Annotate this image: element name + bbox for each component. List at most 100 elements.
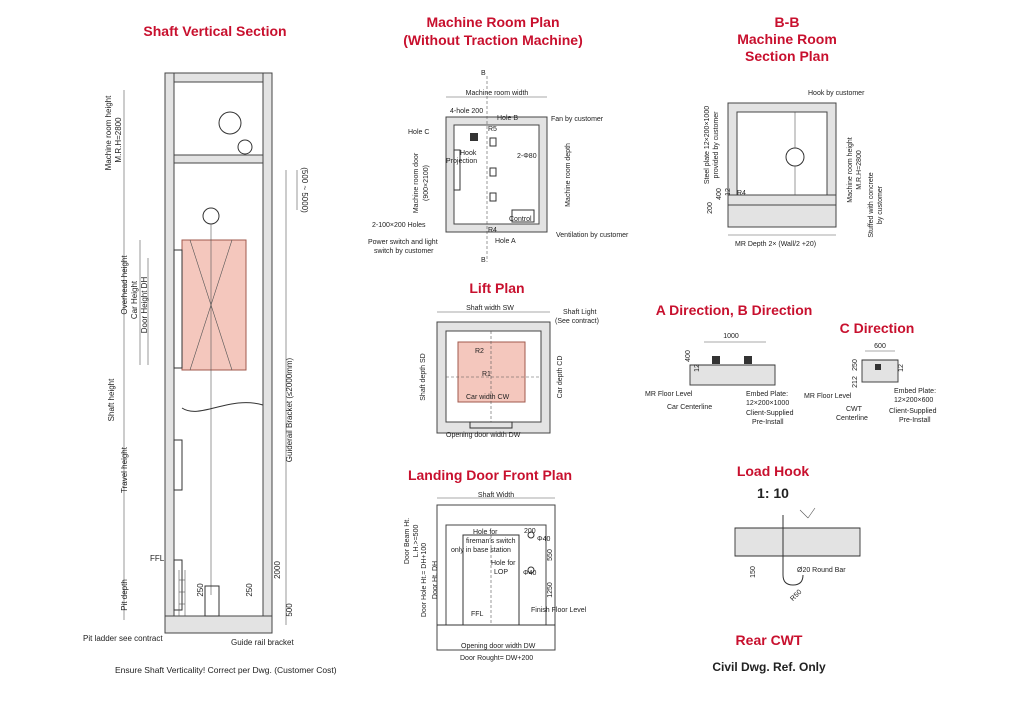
lop-label-1: Hole for [491,560,516,567]
car-depth-label: Car depth CD [557,356,564,399]
load-hook-scale: 1: 10 [757,485,789,501]
ab-dim-1000: 1000 [723,333,739,340]
fireman-label-1: Hole for [473,529,498,536]
c-direction-detail [861,350,899,383]
c-dim-212: 212 [852,376,859,388]
door-height-label: Door Height DH [140,277,149,334]
bb-title-line3: Section Plan [745,48,829,64]
mr-section-b-bottom: B [481,257,486,264]
mr-section-b-top: B [481,70,486,77]
bb-dim-400: 400 [716,188,723,200]
mr-door-label-2: (900×2100) [423,165,430,201]
shaft-width-label: Shaft width SW [466,305,514,312]
bb-section [727,102,837,236]
civil-ref-note: Civil Dwg. Ref. Only [712,660,826,674]
landing-shaft-width: Shaft Width [478,492,514,499]
shaft-depth-label: Shaft depth SD [420,353,427,400]
landing-dim-550: 550 [547,549,554,561]
shaft-vertical-section [123,72,298,634]
mrh-label: M.R.H=2800 [114,117,123,163]
dim-2000: 2000 [273,561,282,579]
door-rough-label: Door Rought= DW+200 [460,655,533,662]
dim-500: 500 [285,603,294,617]
landing-ffl: FFL [471,611,484,618]
bb-r4-label: R4 [737,190,746,197]
bb-mrh-label: M.R.H=2800 [856,150,863,190]
c-client-label-2: Pre-Install [899,417,931,424]
lop-label-2: LOP [494,569,508,576]
ab-mr-floor-label: MR Floor Level [645,391,693,398]
guiderail-bracket-label: Guiderail Bracket (≤2000mm) [285,357,294,462]
c-dim-600: 600 [874,343,886,350]
c-cwt-label-2: Centerline [836,415,868,422]
beam-label-1: Door Beam Ht. [404,518,411,564]
shaft-light-label-1: Shaft Light [563,309,597,316]
finish-floor-label: Finish Floor Level [531,607,587,614]
beam-label-2: L.H.>=500 [413,525,420,558]
steel-plate-label-2: provided by customer [713,111,720,179]
shaft-section-title: Shaft Vertical Section [143,23,286,39]
hook-projection-label-1: Hook [460,150,477,157]
ab-client-label-2: Pre-Install [752,419,784,426]
steel-plate-label-1: Steel plate 12×200×1000 [704,106,711,184]
car-cabin [181,239,247,371]
shaft-height-label: Shaft height [107,378,116,421]
c-dim-12: 12 [898,364,905,372]
hole-b-label: Hole B [497,115,518,122]
hook-r50: R50 [789,589,803,603]
rear-cwt-title: Rear CWT [736,632,803,648]
fireman-label-2: fireman's switch [466,538,516,545]
bb-title: B-B [775,14,800,30]
c-embed-label-1: Embed Plate: [894,388,936,395]
guide-rail-bracket-note: Guide rail bracket [231,638,294,647]
pit-ladder-note: Pit ladder see contract [83,634,163,643]
c-cwt-label-1: CWT [846,406,863,413]
r5-label: R5 [488,126,497,133]
load-hook-title: Load Hook [737,463,810,479]
bb-dim-12: 12 [725,188,732,196]
stuffed-label-1: Stuffed with concrete [868,172,875,237]
mr-width-label: Machine room width [466,90,529,97]
machine-room-subtitle: (Without Traction Machine) [403,32,583,48]
hook-customer-label: Hook by customer [808,90,865,97]
ab-dim-12: 12 [694,364,701,372]
dim-250-left: 250 [196,583,205,597]
dim-250-right: 250 [245,583,254,597]
power-switch-label-1: Power switch and light [368,239,438,246]
control-label: Control [509,216,532,223]
ab-dim-400: 400 [685,350,692,362]
door-hole-ht-label: Door Hole Ht.= DH+100 [421,543,428,617]
landing-door-title: Landing Door Front Plan [408,467,572,483]
landing-opening-dw: Opening door width DW [461,643,536,650]
r2-label: R2 [475,348,484,355]
r1-label: R1 [482,371,491,378]
c-embed-label-2: 12×200×600 [894,397,933,404]
travel-height-label: Travel height [120,446,129,493]
opening-dw-label: Opening door width DW [446,432,521,439]
machine-room-height-label: Machine room height [104,95,113,170]
hole-c-label: Hole C [408,129,429,136]
landing-phi40-b: Φ40 [523,570,536,577]
ab-direction-title: A Direction, B Direction [656,302,813,318]
car-width-label: Car width CW [466,394,510,401]
holes-100-label: 2-100×200 Holes [372,222,426,229]
ab-direction-detail [689,341,776,386]
ventilation-label: Ventilation by customer [556,232,629,239]
lift-plan [436,311,551,434]
hook-projection-label-2: Projection [446,158,477,165]
load-hook-detail [734,507,861,586]
ab-client-label-1: Client-Supplied [746,410,794,417]
ab-embed-label-2: 12×200×1000 [746,400,789,407]
landing-door-front [436,497,556,651]
two-phi80-label: 2-Φ80 [517,153,537,160]
ab-car-center-label: Car Centerline [667,404,712,411]
mr-depth-label: Machine room depth [565,143,572,207]
bb-title-line2: Machine Room [737,31,837,47]
landing-dim-1250: 1250 [547,582,554,598]
ab-embed-label-1: Embed Plate: [746,391,788,398]
dim-500-5000: (500 ~ 5000) [300,167,309,213]
mr-door-label-1: Machine room door [413,152,420,213]
c-client-label-1: Client-Supplied [889,408,937,415]
c-mr-floor-label: MR Floor Level [804,393,852,400]
